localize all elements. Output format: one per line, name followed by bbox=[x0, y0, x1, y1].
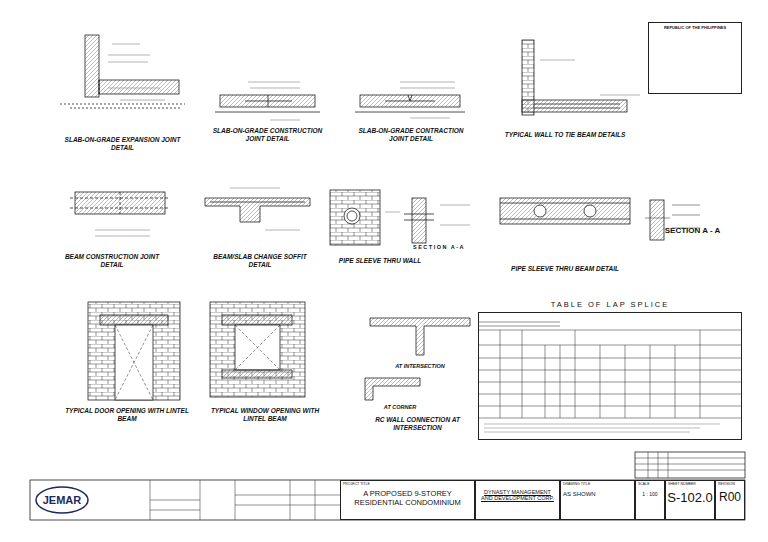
detail-title: SECTION A - A bbox=[655, 226, 730, 236]
cell-text: AS SHOWN bbox=[561, 487, 634, 501]
detail-title: TYPICAL WINDOW OPENING WITH LINTEL BEAM bbox=[200, 407, 330, 423]
cell-text: SHEET NUMBER bbox=[666, 481, 714, 487]
cell-text: REPUBLIC OF THE PHILIPPINES bbox=[649, 23, 741, 32]
cell-text: JEMAR bbox=[30, 494, 94, 506]
detail-title: BEAM/SLAB CHANGE SOFFIT DETAIL bbox=[205, 253, 315, 269]
title-block-cell: DYNASTY MANAGEMENT AND DEVELOPMENT CORP. bbox=[475, 480, 560, 520]
detail-title: TYPICAL DOOR OPENING WITH LINTEL BEAM bbox=[62, 407, 192, 423]
title-block-cell: PROJECT TITLEA PROPOSED 9-STOREY RESIDEN… bbox=[340, 480, 475, 520]
cell-text: R00 bbox=[716, 487, 744, 504]
detail-title: AT INTERSECTION bbox=[380, 363, 460, 370]
cell-text: PROJECT TITLE bbox=[341, 481, 474, 487]
detail-title: SLAB-ON-GRADE CONSTRUCTION JOINT DETAIL bbox=[210, 127, 325, 143]
stamp-box: REPUBLIC OF THE PHILIPPINES bbox=[648, 22, 742, 94]
cell-text: S-102.0 bbox=[666, 487, 714, 505]
cell-text: A PROPOSED 9-STOREY RESIDENTIAL CONDOMIN… bbox=[341, 487, 474, 509]
detail-title: PIPE SLEEVE THRU WALL bbox=[330, 257, 430, 265]
cell-text: REVISION bbox=[716, 481, 744, 487]
cell-text: 1 : 100 bbox=[636, 487, 664, 501]
title-block-cell: DRAWING TITLEAS SHOWN bbox=[560, 480, 635, 520]
lap-splice-table: TABLE OF LAP SPLICE bbox=[478, 312, 742, 440]
cell-text: TABLE OF LAP SPLICE bbox=[479, 300, 741, 309]
title-block-cell: SHEET NUMBERS-102.0 bbox=[665, 480, 715, 520]
detail-title: BEAM CONSTRUCTION JOINT DETAIL bbox=[62, 253, 162, 269]
detail-title: RC WALL CONNECTION AT INTERSECTION bbox=[365, 416, 470, 432]
detail-title: PIPE SLEEVE THRU BEAM DETAIL bbox=[500, 265, 630, 273]
detail-title: TYPICAL WALL TO TIE BEAM DETAILS bbox=[500, 131, 630, 139]
cell-text: DRAWING TITLE bbox=[561, 481, 634, 487]
title-block-cell: REVISIONR00 bbox=[715, 480, 745, 520]
title-block-cell: JEMAR bbox=[30, 480, 150, 520]
detail-title: AT CORNER bbox=[370, 404, 430, 411]
cell-text: SCALE bbox=[636, 481, 664, 487]
detail-title: SECTION A-A bbox=[404, 244, 474, 251]
title-block-cell: SCALE1 : 100 bbox=[635, 480, 665, 520]
detail-title: SLAB-ON-GRADE EXPANSION JOINT DETAIL bbox=[60, 136, 185, 152]
detail-title: SLAB-ON-GRADE CONTRACTION JOINT DETAIL bbox=[355, 127, 467, 143]
cell-text: DYNASTY MANAGEMENT AND DEVELOPMENT CORP. bbox=[476, 481, 559, 509]
